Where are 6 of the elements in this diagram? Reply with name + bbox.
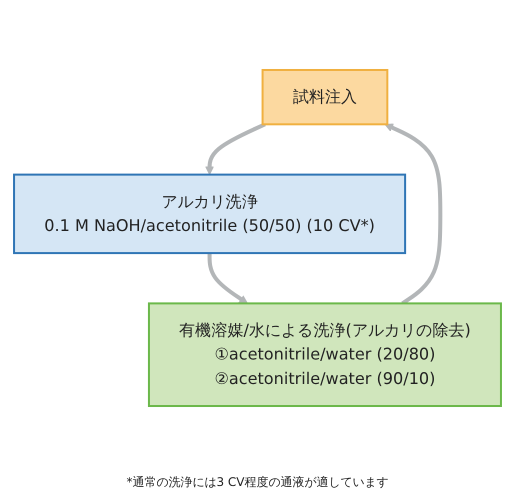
arrow <box>205 122 266 176</box>
node-box: 有機溶媒/水による洗浄(アルカリの除去) ①acetonitrile/water (20/80) ②acetonitrile/water (90/10) <box>148 302 502 408</box>
footnote: *通常の洗浄には3 CV程度の通液が適しています <box>126 474 389 491</box>
arrow <box>208 253 248 304</box>
node-box: 試料注入 <box>262 68 388 126</box>
node-box: アルカリ洗浄 0.1 M NaOH/acetonitrile (50/50) (10 CV*) <box>13 174 406 254</box>
